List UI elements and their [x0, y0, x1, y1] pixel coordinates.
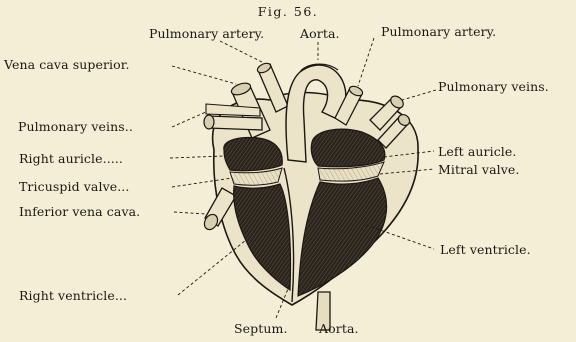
label-pulmonary-veins-left: Pulmonary veins..: [18, 120, 133, 134]
label-right-ventricle: Right ventricle...: [19, 289, 127, 303]
label-tricuspid-valve: Tricuspid valve...: [19, 180, 129, 194]
label-mitral-valve: Mitral valve.: [438, 163, 519, 177]
label-pulmonary-veins-right: Pulmonary veins.: [438, 80, 549, 94]
leader-right-ventricle: [178, 240, 246, 295]
label-inferior-vena-cava: Inferior vena cava.: [19, 205, 140, 219]
leader-pulmonary-veins-left: [172, 112, 206, 127]
label-left-ventricle: Left ventricle.: [440, 243, 531, 257]
leader-pulmonary-artery-right: [358, 38, 374, 86]
label-pulmonary-artery-left: Pulmonary artery.: [149, 27, 264, 41]
label-vena-cava-superior: Vena cava superior.: [4, 58, 130, 72]
leader-pulmonary-veins-right: [402, 90, 436, 100]
label-aorta-bottom: Aorta.: [319, 322, 359, 336]
label-septum: Septum.: [234, 322, 288, 336]
label-pulmonary-artery-right: Pulmonary artery.: [381, 25, 496, 39]
label-left-auricle: Left auricle.: [438, 145, 516, 159]
leader-vena-cava-superior: [172, 66, 236, 84]
label-right-auricle: Right auricle.....: [19, 152, 123, 166]
leader-inferior-vena-cava: [174, 212, 206, 214]
label-aorta-top: Aorta.: [300, 27, 340, 41]
leader-pulmonary-artery-left: [220, 41, 262, 62]
